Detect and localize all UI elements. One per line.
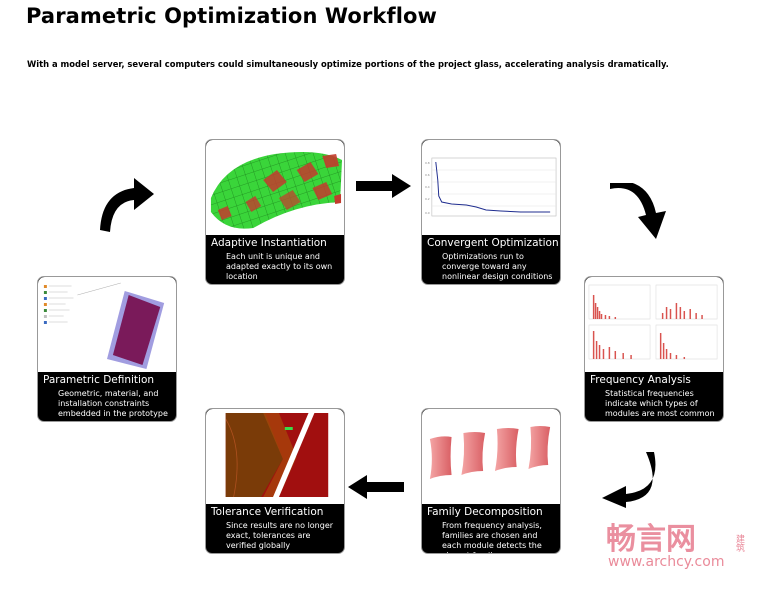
archcy-watermark: 畅言网 建筑 www.archcy.com: [596, 518, 761, 590]
step-description: Since results are no longer exact, toler…: [226, 521, 334, 550]
step-description: Optimizations run to converge toward any…: [442, 252, 553, 281]
curved-arrow-down-left-icon: [602, 452, 656, 508]
panel-families-thumbnail: [422, 409, 560, 504]
page-title: Parametric Optimization Workflow: [26, 4, 438, 28]
step-description: From frequency analysis, families are ch…: [442, 521, 542, 553]
frequency-histograms-thumbnail: [585, 277, 723, 372]
watermark-side-text: 建筑: [734, 533, 745, 553]
adaptive-panels-thumbnail: [206, 140, 344, 235]
step-card-convergent-optimization: 0.8 0.6 0.4 0.2 0.0 Convergent Optimization…: [421, 139, 561, 285]
step-description: Statistical frequencies indicate which t…: [605, 389, 715, 418]
curved-arrow-up-right-icon: [100, 178, 154, 232]
svg-text:0.6: 0.6: [425, 173, 430, 177]
curved-arrow-down-right-icon: [610, 183, 666, 239]
svg-text:0.0: 0.0: [425, 211, 430, 215]
step-card-tolerance-verification: Tolerance Verification Since results are…: [205, 408, 345, 554]
page-subtitle: With a model server, several computers c…: [27, 59, 669, 69]
watermark-logo-text: 畅言网: [606, 522, 696, 557]
svg-text:0.8: 0.8: [425, 161, 430, 165]
step-title: Frequency Analysis: [590, 374, 691, 386]
step-title: Tolerance Verification: [211, 506, 324, 518]
step-description: Geometric, material, and installation co…: [58, 389, 168, 418]
arrow-right-icon: [356, 174, 411, 198]
svg-text:0.4: 0.4: [425, 185, 430, 189]
svg-text:0.2: 0.2: [425, 197, 430, 201]
step-card-family-decomposition: Family Decomposition From frequency anal…: [421, 408, 561, 554]
convergence-graph-thumbnail: 0.8 0.6 0.4 0.2 0.0: [422, 140, 560, 235]
step-card-adaptive-instantiation: Adaptive Instantiation Each unit is uniq…: [205, 139, 345, 285]
step-title: Adaptive Instantiation: [211, 237, 327, 249]
step-card-frequency-analysis: Frequency Analysis Statistical frequenci…: [584, 276, 724, 422]
tolerance-check-thumbnail: [206, 409, 344, 504]
parametric-model-thumbnail: [38, 277, 176, 372]
arrow-left-icon: [348, 475, 404, 499]
watermark-url: www.archcy.com: [608, 554, 725, 570]
step-title: Parametric Definition: [43, 374, 155, 386]
step-title: Family Decomposition: [427, 506, 543, 518]
step-description: Each unit is unique and adapted exactly …: [226, 252, 333, 281]
step-title: Convergent Optimization: [427, 237, 559, 249]
step-card-parametric-definition: Parametric Definition Geometric, materia…: [37, 276, 177, 422]
